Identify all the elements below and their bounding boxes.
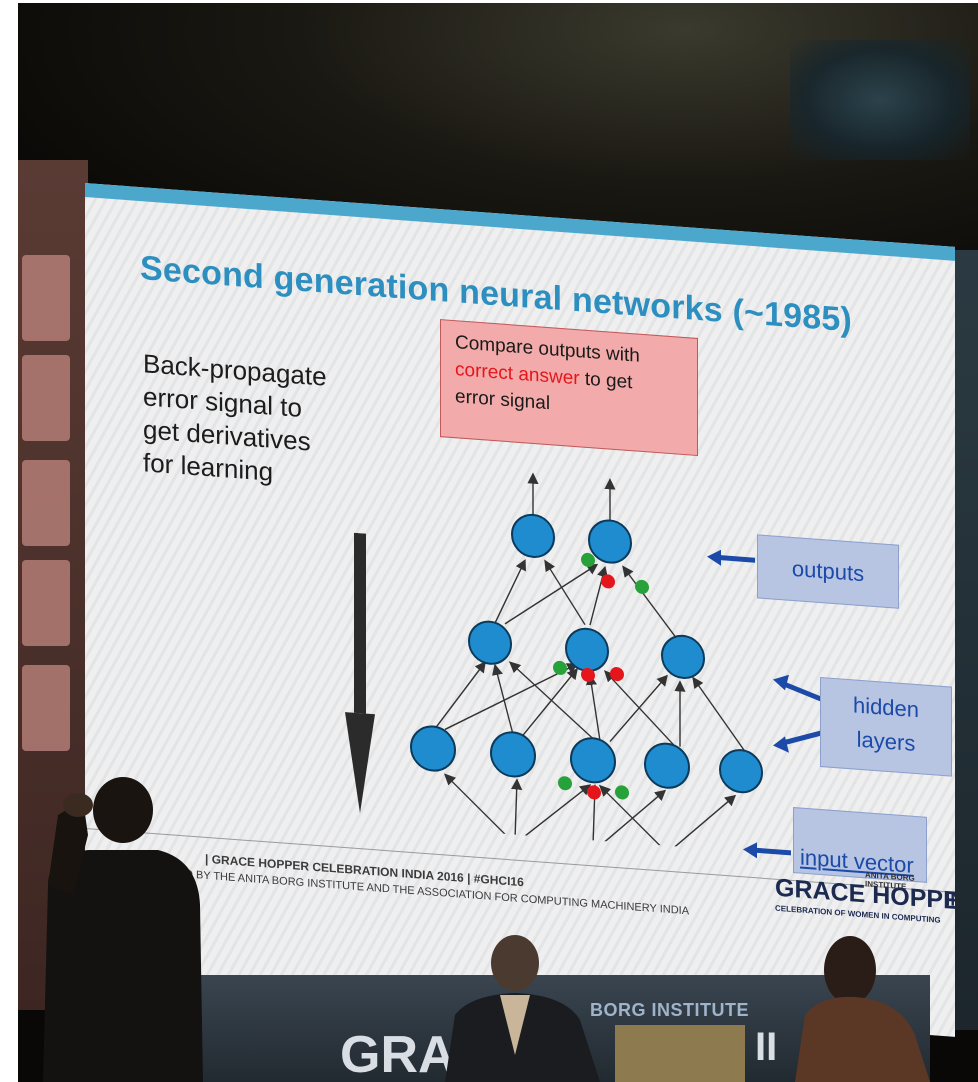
error-signal-dots <box>553 552 649 800</box>
wall-tile <box>22 665 70 751</box>
stage-banner-small-text: BORG INSTITUTE <box>590 1000 749 1020</box>
hidden-node <box>410 725 456 772</box>
panelist-silhouette <box>445 935 600 1082</box>
photo-border <box>0 0 18 1082</box>
hidden-node <box>719 749 763 794</box>
stage-lamp <box>615 1025 745 1082</box>
wall-tile <box>22 255 70 341</box>
wall-tile <box>22 560 70 646</box>
outputs-label: outputs <box>757 534 899 609</box>
wall-tile <box>22 355 70 441</box>
panelist-silhouette <box>795 936 930 1082</box>
hidden-arrow-icon <box>773 674 822 702</box>
neural-network-diagram <box>410 472 763 858</box>
input-vector-label: input vector <box>793 806 927 883</box>
input-node <box>494 836 540 858</box>
hidden-node <box>644 742 690 789</box>
backprop-description: Back-propagate error signal to get deriv… <box>143 347 403 498</box>
photo-border <box>0 0 978 3</box>
wall-tile <box>22 460 70 546</box>
connections <box>434 472 746 852</box>
stage-banner-big-text: GRA <box>340 1026 456 1082</box>
hidden-layers-label: hidden layers <box>820 676 952 777</box>
ceiling-light <box>790 40 970 160</box>
output-node <box>511 513 555 558</box>
hidden-arrow-icon <box>773 730 822 753</box>
input-node <box>574 842 620 858</box>
speaker-silhouette <box>43 777 203 1082</box>
outputs-arrow-icon <box>707 549 755 566</box>
hidden-node <box>565 627 609 672</box>
compare-line-rest: to get <box>579 368 633 394</box>
hidden-node <box>661 634 705 679</box>
hidden-node <box>468 620 512 665</box>
down-arrow-icon <box>345 532 375 814</box>
input-node <box>651 849 695 858</box>
logo-india-text: INDIA <box>945 889 955 914</box>
hidden-node <box>570 737 616 784</box>
output-node <box>588 519 632 564</box>
projected-slide: Second generation neural networks (~1985… <box>85 183 955 1037</box>
input-arrow-icon <box>743 842 791 859</box>
hidden-node <box>490 731 536 778</box>
stage-banner-right-text: II <box>755 1025 778 1069</box>
